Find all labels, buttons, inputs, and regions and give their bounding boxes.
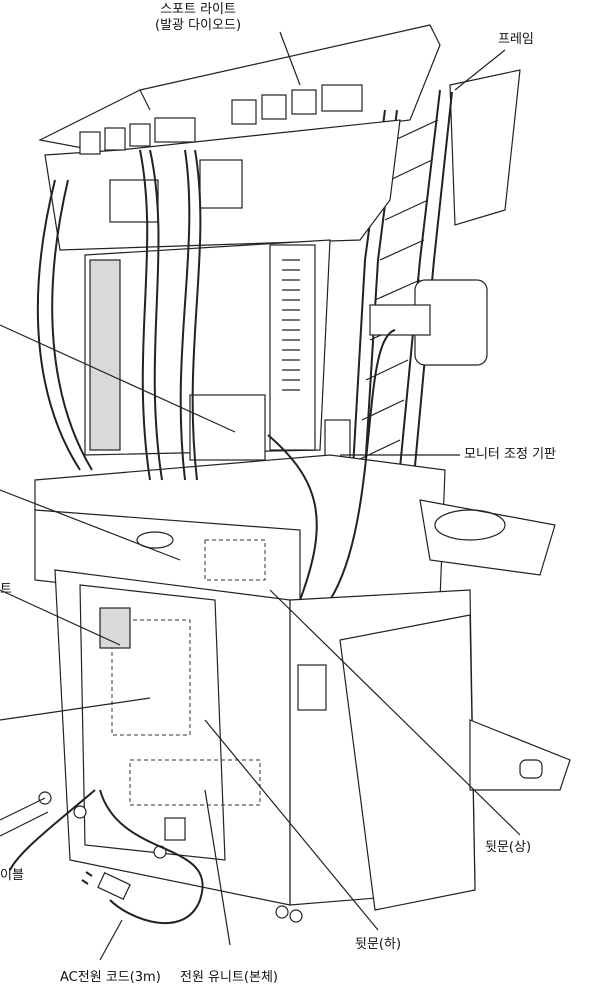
- ac-cord: [9, 789, 204, 925]
- left-arm: [36, 179, 93, 471]
- casters: [38, 791, 303, 923]
- label-spot-light-line1: 스포트 라이트: [160, 2, 236, 17]
- label-spot-light: 스포트 라이트 (발광 다이오드): [155, 2, 241, 34]
- label-unit-partial: 트: [0, 582, 12, 597]
- callout-lines: [0, 31, 521, 961]
- label-frame: 프레임: [498, 32, 534, 47]
- spot-lights: [79, 84, 363, 155]
- side-speaker: [369, 279, 488, 366]
- label-power-unit: 전원 유니트(본체): [180, 970, 278, 985]
- upper-housing: [44, 119, 401, 476]
- label-back-door-upper: 뒷문(상): [485, 840, 532, 855]
- label-ac-cord: AC전원 코드(3m): [60, 970, 161, 985]
- label-monitor-board: 모니터 조정 기판: [464, 447, 556, 462]
- lower-cabinet: [54, 569, 476, 911]
- label-cable-partial: 이블: [0, 868, 24, 883]
- right-plate: [419, 499, 556, 576]
- pedal-base: [469, 719, 571, 791]
- label-back-door-lower: 뒷문(하): [355, 937, 402, 952]
- label-spot-light-line2: (발광 다이오드): [155, 18, 242, 33]
